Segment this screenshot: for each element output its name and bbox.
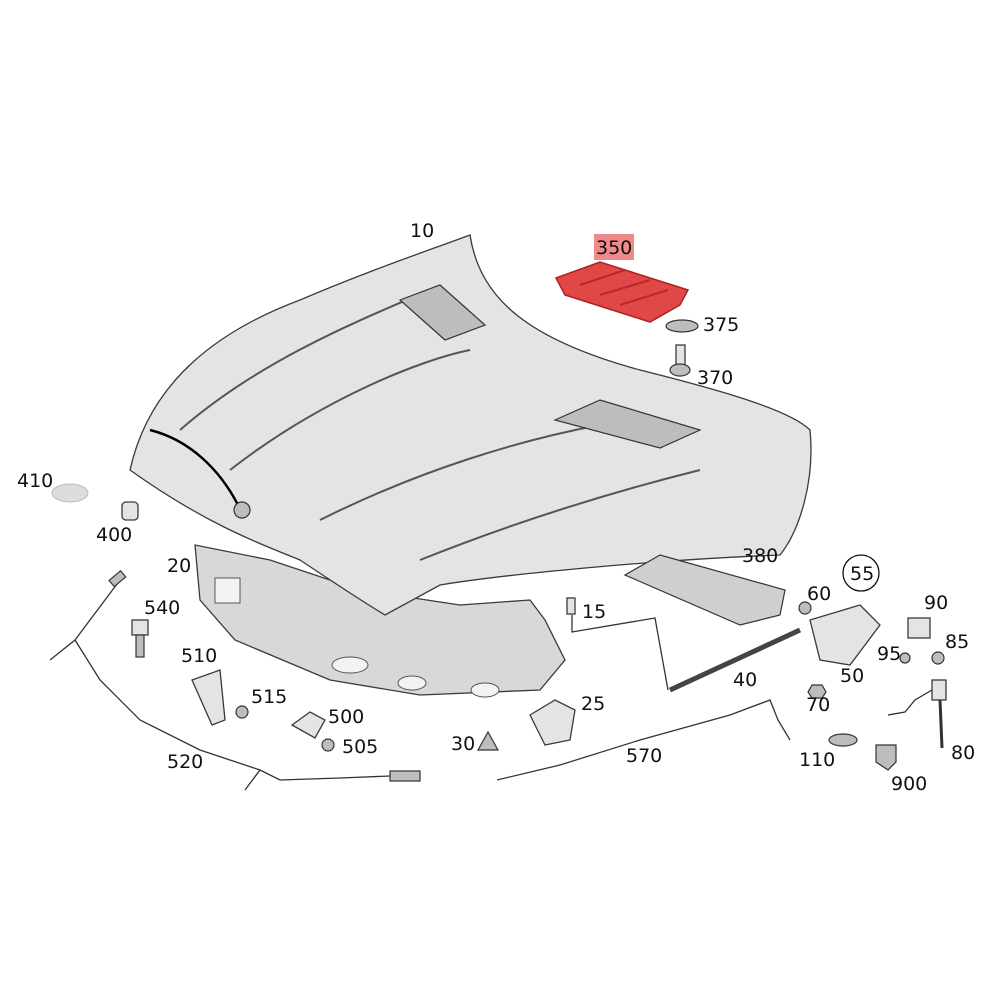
release-cable-part-520	[49, 579, 391, 791]
label-10: 10	[410, 220, 434, 242]
screw-part-515	[235, 705, 249, 719]
plug-part-410	[51, 483, 89, 503]
lock-part-50	[809, 604, 881, 666]
hood-part-10	[129, 234, 812, 616]
switch-part-90	[907, 617, 931, 639]
label-510: 510	[181, 645, 217, 667]
label-520: 520	[167, 751, 203, 773]
label-50: 50	[840, 665, 864, 687]
nut-part-70	[807, 684, 827, 699]
bracket-part-500	[290, 711, 326, 739]
part-labels: 10 350 375 370 410 400 20 380 55 60 15 9…	[17, 220, 975, 795]
buffer-part-400	[121, 501, 139, 521]
label-350: 350	[596, 237, 632, 259]
screw-part-505	[321, 738, 335, 752]
screw-part-85	[931, 651, 945, 665]
label-25: 25	[581, 693, 605, 715]
handle-part-540	[131, 619, 149, 658]
label-80: 80	[951, 742, 975, 764]
grommet-part-110	[828, 733, 858, 747]
label-15: 15	[582, 601, 606, 623]
clip-part-15	[566, 597, 576, 615]
washer-part-375	[665, 319, 699, 333]
label-500: 500	[328, 706, 364, 728]
label-400: 400	[96, 524, 132, 546]
gas-strut-part-40	[668, 627, 802, 693]
label-60: 60	[807, 583, 831, 605]
cap-part-900	[875, 744, 897, 771]
hood-vent-left	[398, 284, 487, 341]
label-570: 570	[626, 745, 662, 767]
label-90: 90	[924, 592, 948, 614]
label-375: 375	[703, 314, 739, 336]
latch-part-25	[529, 699, 576, 746]
label-95: 95	[877, 643, 901, 665]
label-515: 515	[251, 686, 287, 708]
label-55: 55	[850, 563, 874, 585]
vent-grille-part-350	[554, 261, 690, 323]
label-370: 370	[697, 367, 733, 389]
bracket-part-510	[191, 669, 226, 726]
screw-part-95	[899, 652, 911, 664]
label-110: 110	[799, 749, 835, 771]
label-505: 505	[342, 736, 378, 758]
label-40: 40	[733, 669, 757, 691]
label-70: 70	[806, 694, 830, 716]
callout-circle-55	[842, 554, 880, 592]
bolt-part-60	[798, 601, 812, 615]
sensor-part-80	[887, 679, 947, 749]
label-30: 30	[451, 733, 475, 755]
cover-part-380	[623, 554, 786, 626]
label-20: 20	[167, 555, 191, 577]
highlight-box-350	[594, 234, 634, 260]
label-900: 900	[891, 773, 927, 795]
hood-vent-right	[553, 399, 702, 449]
bolt-part-370	[669, 344, 691, 377]
label-380: 380	[742, 545, 778, 567]
release-cable-part-570	[496, 699, 791, 781]
clip-part-30	[476, 730, 500, 751]
label-410: 410	[17, 470, 53, 492]
label-85: 85	[945, 631, 969, 653]
label-540: 540	[144, 597, 180, 619]
